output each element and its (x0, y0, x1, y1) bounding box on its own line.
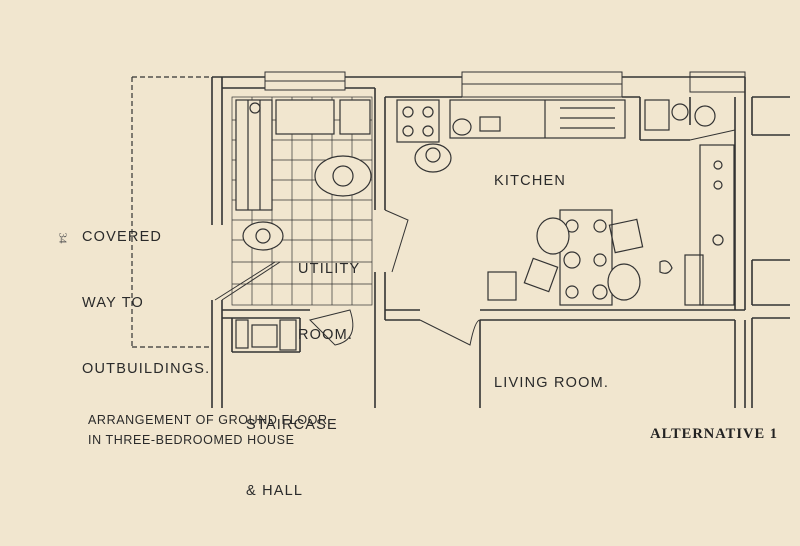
label-covered-way-line3: OUTBUILDINGS. (82, 361, 211, 377)
label-covered-way-line2: WAY TO (82, 295, 144, 311)
windows (264, 71, 746, 98)
caption-line1: ARRANGEMENT OF GROUND FLOOR (88, 413, 328, 427)
label-utility-line2: ROOM. (298, 327, 354, 343)
label-kitchen: KITCHEN (494, 173, 567, 189)
kitchen-cooker (396, 99, 440, 143)
caption-line2: IN THREE-BEDROOMED HOUSE (88, 433, 295, 447)
kitchen-worktop (449, 99, 716, 139)
label-covered-way: COVERED WAY TO OUTBUILDINGS. (82, 182, 210, 424)
page-number: 34 (56, 232, 69, 244)
label-staircase-line2: & HALL (246, 483, 304, 499)
label-utility-line1: UTILITY (298, 261, 361, 277)
floor-plan-page: COVERED WAY TO OUTBUILDINGS. UTILITY ROO… (56, 71, 790, 499)
floor-plan-drawing (131, 71, 790, 408)
utility-fixtures (235, 99, 372, 251)
walls (211, 76, 790, 408)
label-living-room: LIVING ROOM. (494, 375, 610, 391)
covered-way-outline (131, 76, 212, 348)
label-covered-way-line1: COVERED (82, 229, 163, 245)
alternative-label: ALTERNATIVE 1 (650, 426, 778, 442)
label-staircase-hall: STAIRCASE & HALL (246, 370, 338, 546)
dining-table (487, 209, 673, 306)
hall-fixtures (235, 319, 297, 351)
kitchen-right-units (684, 144, 735, 306)
figure-caption: ARRANGEMENT OF GROUND FLOOR IN THREE-BED… (88, 410, 328, 450)
label-staircase-line1: STAIRCASE (246, 417, 338, 433)
person-cooker (414, 143, 452, 173)
label-utility-room: UTILITY ROOM. (298, 214, 360, 390)
doors (214, 129, 736, 346)
